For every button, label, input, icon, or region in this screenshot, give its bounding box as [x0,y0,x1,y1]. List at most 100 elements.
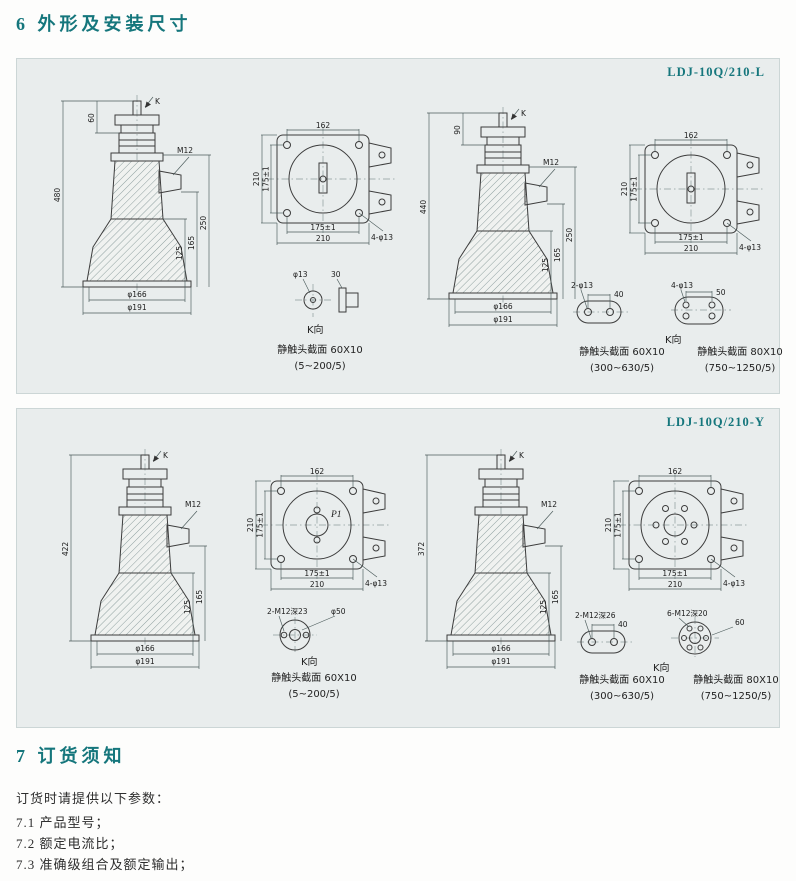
dim-b: 165 [551,590,560,605]
dim-width-bottom: 210 [668,580,683,589]
model-label: LDJ-10Q/210-L [667,65,765,79]
caption-line: (300~630/5) [589,691,655,702]
mounting-holes-label: 4-φ13 [723,579,745,588]
dim-total: 480 [53,188,62,203]
detail-label-1: 2-M12深23 [267,607,308,616]
side-view-drawing-2: 440 90 M12 125 165 250 φ166 φ191 [419,107,577,327]
dim-b: 165 [195,590,204,605]
panel-ldj-10q-210-y: LDJ-10Q/210-Y 422 M12 125 [16,408,780,728]
caption-line: 静触头截面 80X10 [697,347,783,358]
caption-line: (300~630/5) [589,363,655,374]
dim-width-top: 162 [316,121,331,130]
dim-phi-outer: φ191 [491,657,510,666]
detail-label-1: 6-M12深20 [667,609,708,618]
dim-a: 250 [199,216,208,231]
view-direction-label: K向 [307,325,324,336]
view-direction-letter: K [521,109,527,118]
dim-total: 440 [419,200,428,215]
dim-width-top: 162 [684,131,699,140]
mounting-holes-label: 4-φ13 [371,233,393,242]
dim-width-top: 162 [668,467,683,476]
dim-c: 125 [539,600,548,615]
caption-line: 静触头截面 60X10 [579,347,665,358]
view-direction-label: K向 [653,663,670,674]
caption-line: 静触头截面 60X10 [277,345,363,356]
side-view-drawing-1: 480 60 M12 125 165 250 φ166 φ191 [53,95,211,315]
view-direction-letter: K [155,97,161,106]
view-direction-label: K向 [301,657,318,668]
dim-height: 210 [246,518,255,533]
dim-phi-outer: φ191 [135,657,154,666]
view-direction-label: K向 [665,335,682,346]
front-view-drawing-2: 162 210 175±1 175±1 210 4-φ13 [604,467,747,591]
caption-line: (750~1250/5) [700,691,772,702]
contact-section-caption: 静触头截面 80X10 (750~1250/5) [681,673,791,705]
contact-detail-drawing-2-left: 2-M12深26 40 [575,611,633,654]
dim-hole-height: 175±1 [630,176,639,202]
dim-a: 250 [565,228,574,243]
section-6-title: 6 外形及安装尺寸 [16,14,192,34]
caption-line: (5~200/5) [288,689,340,700]
mounting-holes-label: 4-φ13 [739,243,761,252]
dim-phi-inner: φ166 [135,644,154,653]
thread-label: M12 [185,500,201,509]
dim-width-bottom: 210 [316,234,331,243]
detail-label-1: 2-φ13 [571,281,593,290]
dim-phi-outer: φ191 [127,303,146,312]
dim-hole-height: 175±1 [614,512,623,538]
primary-terminal-mark: P1 [330,510,342,520]
dim-hole-height: 175±1 [262,166,271,192]
detail-label-2: 60 [735,618,745,627]
detail-label-2: 40 [614,290,624,299]
view-direction-letter: K [519,451,525,460]
section-7-title: 7 订货须知 [16,746,126,766]
contact-detail-drawing-2-right: 6-M12深20 60 [667,609,745,657]
dim-height: 210 [620,182,629,197]
view-direction-letter: K [163,451,169,460]
dim-c: 125 [541,258,550,273]
front-view-drawing-2: 162 210 175±1 175±1 210 4-φ13 [620,131,763,255]
dim-b: 165 [553,248,562,263]
dim-total: 372 [417,542,426,557]
contact-section-caption: 静触头截面 60X10 (5~200/5) [239,671,389,703]
dim-width-bottom: 210 [310,580,325,589]
contact-section-caption: 静触头截面 80X10 (750~1250/5) [685,345,795,377]
contact-section-caption: 静触头截面 60X10 (5~200/5) [245,343,395,375]
caption-line: (750~1250/5) [704,363,776,374]
dim-height: 210 [252,172,261,187]
dim-total: 422 [61,542,70,557]
contact-detail-drawing-1: 2-M12深23 φ50 [267,607,346,652]
contact-section-caption: 静触头截面 60X10 (300~630/5) [557,345,687,377]
dim-b: 165 [187,236,196,251]
dim-c: 125 [183,600,192,615]
mounting-holes-label: 4-φ13 [365,579,387,588]
dim-hole-width: 175±1 [678,233,704,242]
dim-hole-width: 175±1 [662,569,688,578]
ordering-item-2: 7.2 额定电流比； [16,836,124,851]
ordering-intro: 订货时请提供以下参数： [16,791,171,806]
contact-detail-drawing-1: φ13 30 [293,270,359,317]
front-view-drawing-1: P1 162 210 175±1 175±1 210 4-φ13 [246,467,389,591]
dim-hole-width: 175±1 [304,569,330,578]
dim-height: 210 [604,518,613,533]
dim-phi-outer: φ191 [493,315,512,324]
ordering-item-3: 7.3 准确级组合及额定输出； [16,857,194,872]
dim-phi-inner: φ166 [491,644,510,653]
thread-label: M12 [541,500,557,509]
caption-line: (5~200/5) [294,361,346,372]
detail-label-2: 50 [716,288,726,297]
detail-label-2: φ50 [331,607,346,616]
detail-label-1: 4-φ13 [671,281,693,290]
side-view-drawing-1: 422 M12 125 165 φ166 φ191 K [61,449,207,669]
side-view-drawing-2: 372 M12 125 165 φ166 φ191 K [417,449,563,669]
dim-top: 90 [453,125,462,135]
dim-width-top: 162 [310,467,325,476]
dim-phi-inner: φ166 [493,302,512,311]
front-view-drawing-1: 162 210 175±1 175±1 210 4-φ13 [252,121,395,245]
dim-phi-inner: φ166 [127,290,146,299]
ordering-item-1: 7.1 产品型号； [16,815,110,830]
caption-line: 静触头截面 60X10 [271,673,357,684]
contact-section-caption: 静触头截面 60X10 (300~630/5) [557,673,687,705]
dim-hole-height: 175±1 [256,512,265,538]
detail-label-1: 2-M12深26 [575,611,616,620]
